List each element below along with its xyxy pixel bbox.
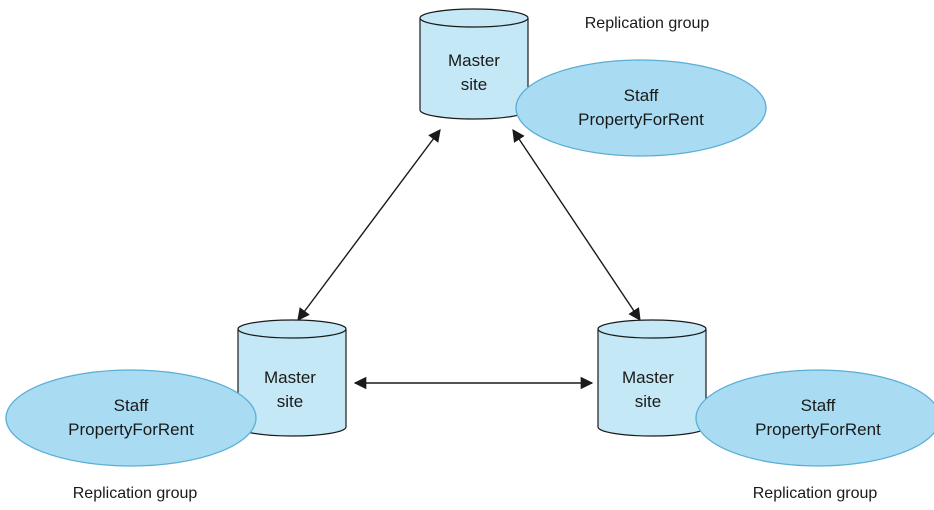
master-site-right: Master site (597, 319, 707, 437)
site-label-line2: site (277, 392, 303, 411)
connections (297, 128, 641, 390)
group-line2: PropertyForRent (578, 110, 704, 129)
master-site-left: Master site (237, 319, 347, 437)
group-line1: Staff (801, 396, 836, 415)
replication-group-ellipse (5, 369, 257, 467)
replication-group-caption: Replication group (73, 485, 198, 502)
database-cylinder-icon (419, 8, 529, 120)
site-label-line2: site (461, 75, 487, 94)
replication-group-caption: Replication group (753, 485, 878, 502)
group-line2: PropertyForRent (755, 420, 881, 439)
replication-group-ellipse (695, 369, 934, 467)
site-label-line1: Master (448, 51, 500, 70)
replication-group-caption: Replication group (585, 15, 710, 32)
connection-top-left (297, 128, 441, 322)
group-line1: Staff (624, 86, 659, 105)
database-cylinder-icon (237, 319, 347, 437)
site-label-line2: site (635, 392, 661, 411)
group-line1: Staff (114, 396, 149, 415)
connection-top-right (512, 128, 641, 322)
replication-group-right: Staff PropertyForRent Replication group (695, 369, 934, 502)
group-line2: PropertyForRent (68, 420, 194, 439)
site-label-line1: Master (622, 368, 674, 387)
master-site-top: Master site (419, 8, 529, 120)
replication-group-ellipse (515, 59, 767, 157)
replication-group-left: Staff PropertyForRent Replication group (5, 369, 257, 502)
replication-group-top: Staff PropertyForRent Replication group (515, 15, 767, 157)
site-label-line1: Master (264, 368, 316, 387)
